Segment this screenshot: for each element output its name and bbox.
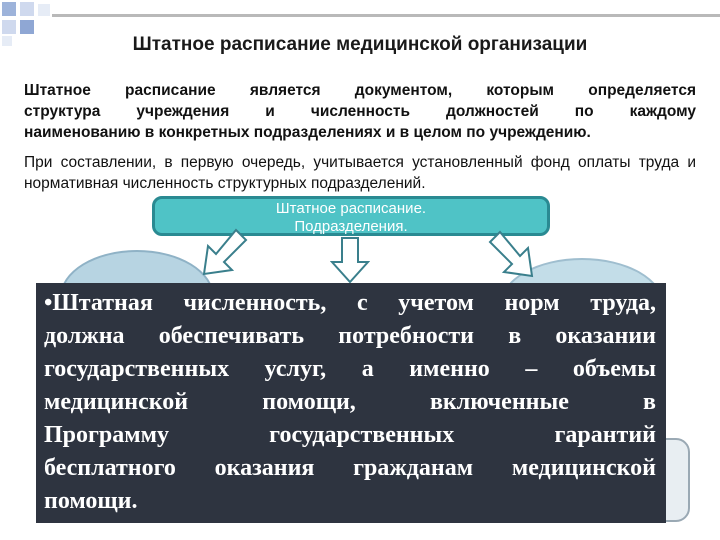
staff-schedule-box-line2: Подразделения. [294,218,408,235]
staffing-overlay-box: •Штатная численность, с учетом норм труд… [36,283,666,523]
slide-title: Штатное расписание медицинской организац… [132,34,588,55]
overlay-line: помощи. [44,488,138,514]
compilation-paragraph: При составлении, в первую очередь, учиты… [24,154,696,192]
arrow-down-right-icon [488,230,534,278]
overlay-line: государственных услуг, а именно – объемы [44,356,656,382]
overlay-line: должна обеспечивать потребности в оказан… [44,323,656,349]
staff-schedule-box: Штатное расписание. Подразделения. [152,196,550,236]
bullet-icon: • [44,290,53,316]
definition-line: наименованию в конкретных подразделениях… [24,124,591,141]
corner-decoration [0,0,70,48]
definition-paragraph: Штатное расписание является документом, … [24,80,696,143]
arrow-down-icon [330,237,370,284]
definition-line: Штатное расписание является документом, … [24,82,696,99]
overlay-line: Программу государственных гарантий [44,422,656,448]
overlay-line: бесплатного оказания гражданам медицинск… [44,455,656,481]
arrow-down-left-icon [202,228,248,276]
staff-schedule-box-line1: Штатное расписание. [275,200,427,217]
definition-line: структура учреждения и численность должн… [24,103,696,120]
overlay-line: медицинской помощи, включенные в [44,389,656,415]
header-rule [52,14,720,17]
overlay-line: •Штатная численность, с учетом норм труд… [44,290,656,316]
